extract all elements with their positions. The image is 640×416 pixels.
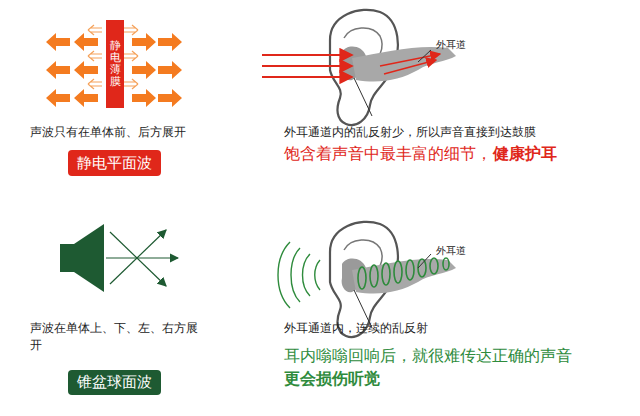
- ear-top: [330, 10, 456, 125]
- label-box: 锥盆球面波: [68, 370, 161, 395]
- leader-line: [418, 50, 431, 62]
- vertical-text: 静电薄膜: [110, 40, 121, 88]
- part-label: 外耳道: [436, 38, 466, 52]
- box-text: 静电平面波: [77, 154, 152, 173]
- caption-text: 声波在单体上、下、左、右方展开: [30, 320, 198, 354]
- highlight-text: 健康护耳: [493, 143, 557, 165]
- caption-text: 外耳通道内，连续的乱反射: [284, 320, 428, 337]
- membrane-bar: 静电薄膜: [106, 20, 124, 108]
- highlight-text: 饱含着声音中最丰富的细节，: [284, 143, 492, 165]
- ear-bottom: [330, 222, 456, 337]
- label-box: 静电平面波: [68, 150, 161, 176]
- sound-arcs: [278, 242, 320, 308]
- highlight-text: 耳内嗡嗡回响后，就很难传达正确的声音: [284, 345, 572, 367]
- leader-line: [418, 254, 431, 268]
- leader-line: [354, 78, 372, 116]
- box-text: 锥盆球面波: [77, 373, 152, 392]
- part-label: 外耳道: [436, 244, 466, 258]
- red-arrows: [262, 55, 352, 77]
- speaker: [60, 224, 178, 292]
- caption-text: 声波只有在单体前、后方展开: [30, 124, 186, 141]
- highlight-text: 更会损伤听觉: [284, 368, 380, 390]
- caption-text: 外耳通道内的乱反射少，所以声音直接到达鼓膜: [284, 124, 536, 141]
